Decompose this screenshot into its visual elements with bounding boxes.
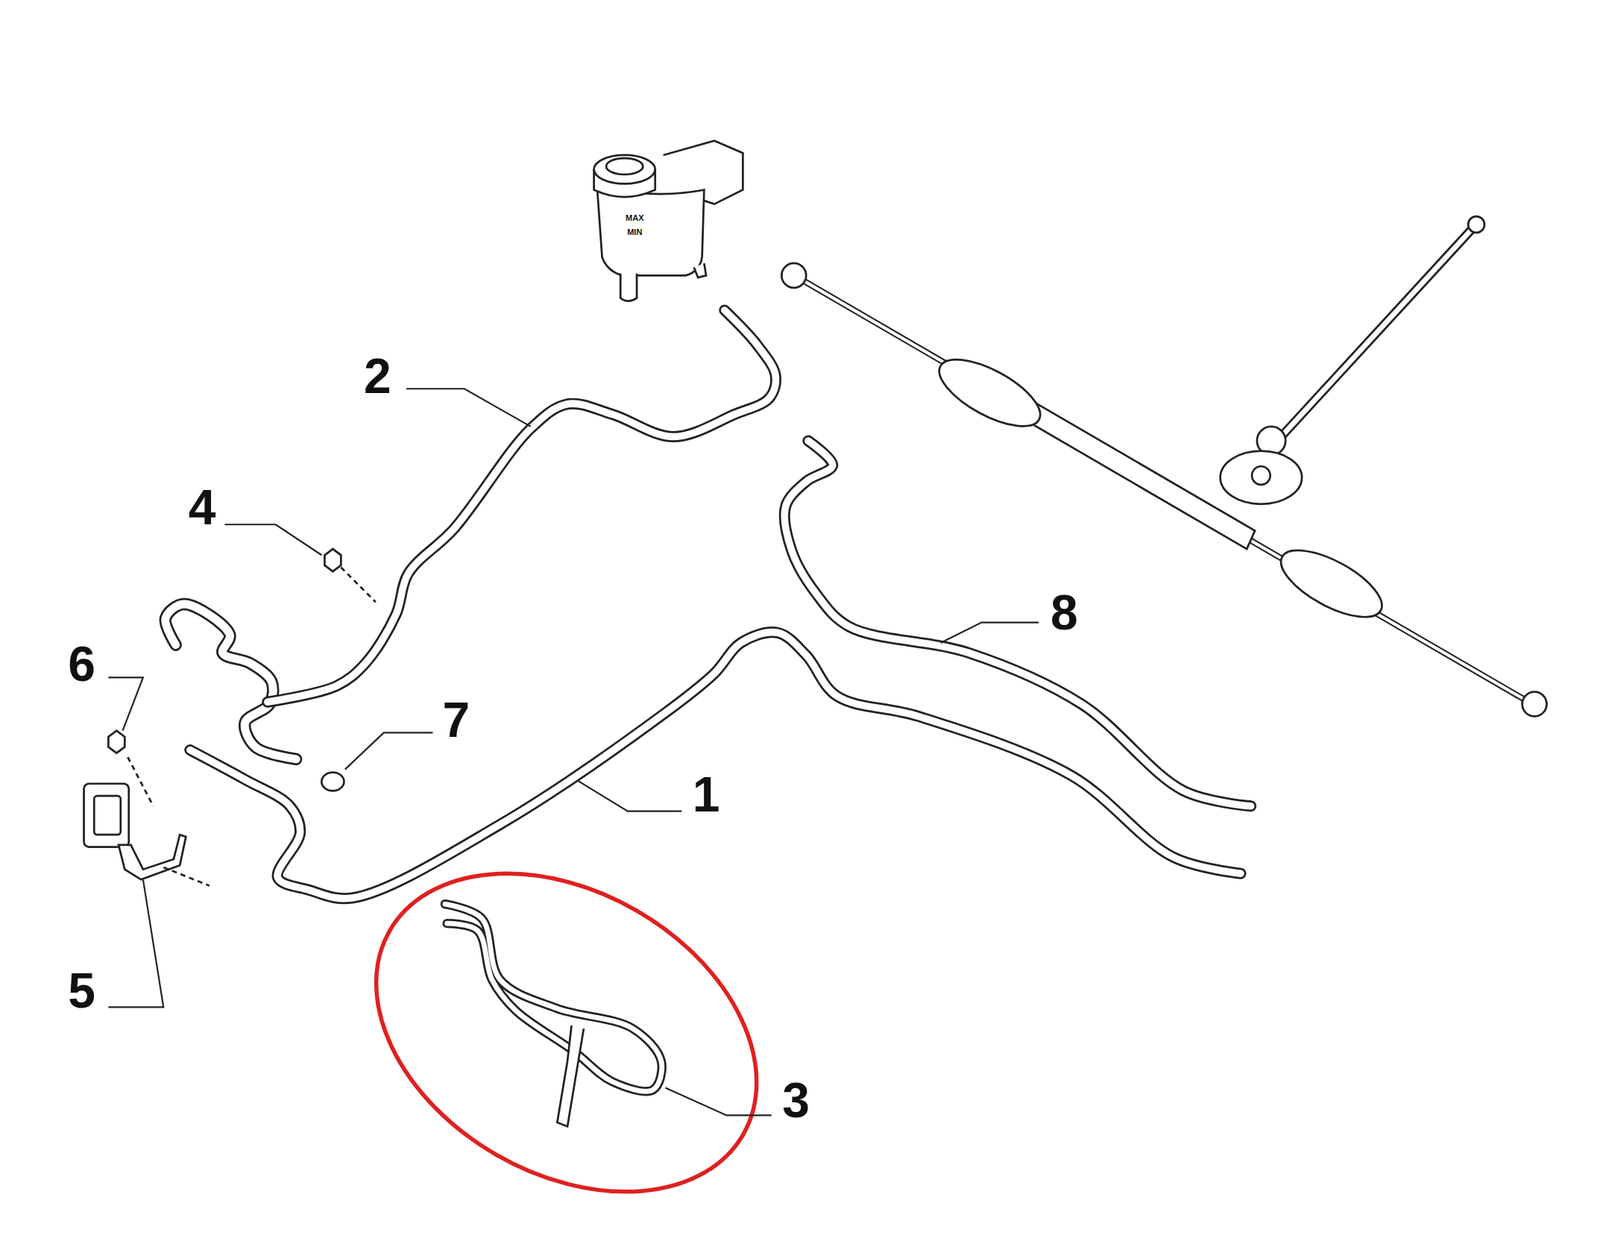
leader-line — [406, 388, 531, 427]
callout-number: 4 — [188, 482, 217, 532]
mount-bracket — [84, 548, 376, 885]
callout-number: 5 — [67, 965, 96, 1015]
reservoir-outlet — [620, 273, 637, 302]
leader-line — [665, 1087, 771, 1115]
callout-number: 8 — [1050, 587, 1079, 637]
hose-outline — [445, 903, 663, 1091]
column-end — [1468, 216, 1485, 233]
pipe-bracket — [556, 1025, 584, 1126]
reservoir-foot — [694, 263, 707, 278]
reservoir-cap — [594, 155, 656, 184]
rubber-mount-inner — [93, 795, 121, 835]
tie-rod-end — [1522, 691, 1548, 717]
hose-outline — [267, 310, 777, 702]
hose-clip — [321, 772, 344, 792]
hose-pipe — [190, 632, 1241, 899]
tie-rod-core — [797, 277, 1533, 704]
rack-boot — [929, 345, 1050, 440]
pinion-housing — [1220, 451, 1302, 505]
tie-rod-end — [781, 263, 806, 288]
hose-pipe — [267, 310, 777, 702]
stud-line — [127, 756, 153, 806]
hose-outline — [190, 632, 1241, 899]
hose-fill — [267, 310, 777, 702]
leader-line — [940, 622, 1039, 643]
leader-line — [108, 676, 144, 730]
nut — [108, 730, 125, 754]
hose-pipe — [445, 903, 663, 1091]
rack-boot — [1271, 536, 1392, 631]
callout-number: 1 — [692, 769, 721, 819]
steering-rack — [781, 216, 1547, 716]
nut — [324, 548, 341, 572]
reservoir-cap-inner — [606, 158, 643, 175]
tie-rod — [797, 277, 1533, 704]
hose-outline — [165, 603, 296, 759]
hose-fill — [445, 903, 663, 1091]
leader-lines — [108, 388, 1039, 1115]
reservoir-body — [597, 185, 705, 276]
steering-column-core — [1265, 226, 1474, 455]
callout-number: 2 — [363, 351, 392, 401]
callout-number: 3 — [782, 1075, 810, 1125]
reservoir — [594, 140, 744, 302]
leader-line — [108, 879, 164, 1007]
stud-line — [340, 567, 376, 603]
steering-column — [1265, 226, 1474, 455]
level-mark: MIN — [627, 227, 642, 236]
hose-pipe — [165, 603, 296, 759]
leader-line — [224, 524, 322, 555]
callout-number: 7 — [442, 694, 470, 745]
rubber-mount — [84, 783, 129, 847]
stud-line — [163, 867, 210, 886]
hose-fill — [165, 603, 296, 759]
highlight-ellipse — [319, 808, 814, 1250]
leader-line — [345, 732, 434, 769]
leader-line — [577, 780, 683, 812]
hose-fill — [190, 632, 1241, 899]
callout-number: 6 — [67, 638, 96, 689]
level-mark: MAX — [625, 213, 644, 222]
pinion-center — [1251, 465, 1271, 485]
